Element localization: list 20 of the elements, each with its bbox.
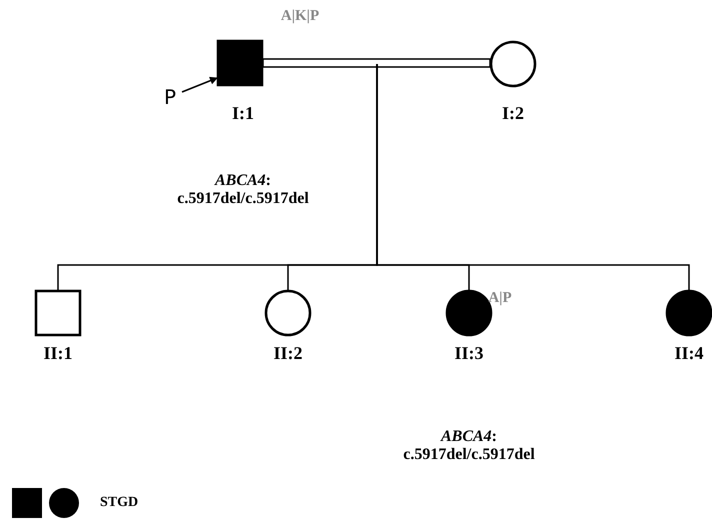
genotype-text: ABCA4: c.5917del/c.5917del	[176, 172, 310, 208]
genotype-text: ABCA4: c.5917del/c.5917del	[402, 428, 536, 464]
unaffected-female-symbol	[490, 41, 536, 87]
individual-id: II:3	[454, 344, 484, 364]
individual-id: I:1	[232, 104, 254, 124]
unaffected-male-symbol	[35, 290, 81, 336]
marriage-line	[262, 58, 491, 68]
proband-arrow	[182, 76, 218, 93]
legend-label: STGD	[100, 495, 138, 510]
affected-male-symbol	[217, 40, 263, 86]
descent-line	[376, 64, 690, 290]
individual-id: II:4	[674, 344, 704, 364]
individual-id: I:2	[502, 104, 524, 124]
individual-id: II:2	[274, 344, 302, 364]
test-label: A|P	[488, 290, 512, 306]
affected-female-symbol	[666, 290, 712, 336]
unaffected-female-symbol	[265, 290, 311, 336]
test-label: A|K|P	[280, 8, 320, 24]
individual-id: II:1	[44, 344, 72, 364]
proband-label: P	[164, 86, 182, 108]
